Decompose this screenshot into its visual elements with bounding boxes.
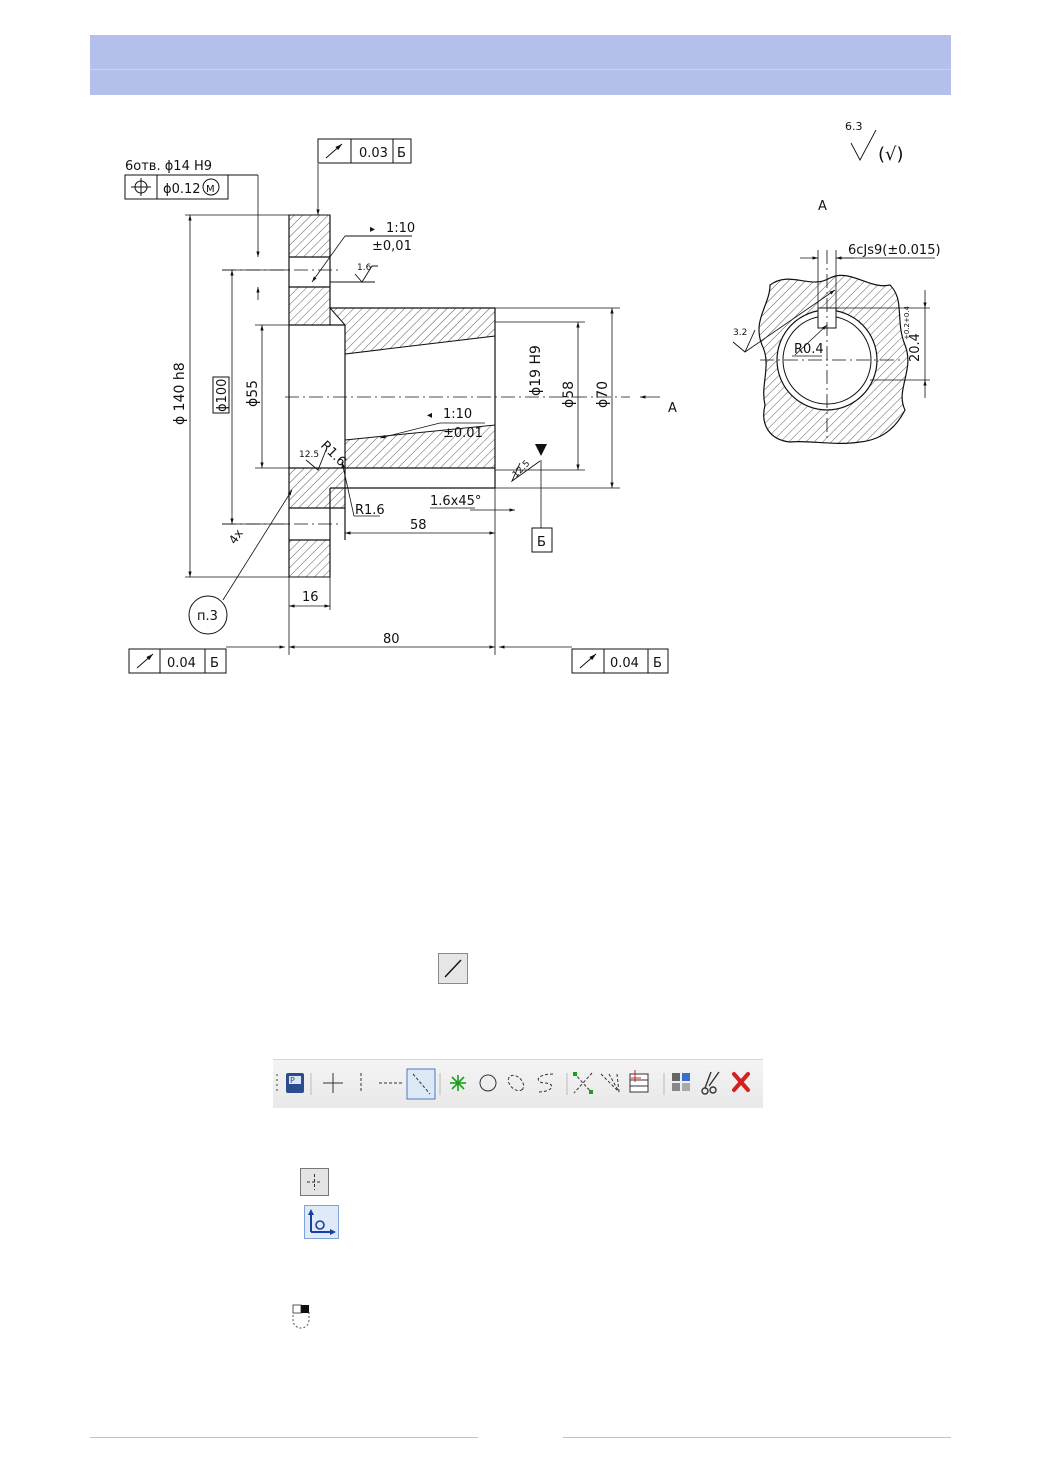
view-a-label: A bbox=[818, 199, 827, 214]
technical-drawing: 0.03 Б 6отв. ϕ14 H9 ϕ0.12 M 0.04 Б 0.04 … bbox=[124, 120, 941, 674]
ref-4x: 4x bbox=[226, 527, 246, 547]
ellipse-icon[interactable] bbox=[505, 1072, 526, 1093]
datum-b: Б bbox=[537, 535, 546, 550]
runout-top-value: 0.03 bbox=[359, 146, 388, 161]
view-a-section bbox=[744, 250, 935, 444]
dim-70: ϕ70 bbox=[595, 381, 611, 408]
dim-80: 80 bbox=[383, 632, 400, 647]
point-icon[interactable]: P bbox=[286, 1073, 304, 1093]
rough-main-bracket-icon: (√) bbox=[878, 144, 904, 165]
part-outline bbox=[288, 215, 496, 577]
holes-note: 6отв. ϕ14 H9 bbox=[125, 159, 212, 174]
dimension-lines bbox=[188, 164, 660, 649]
runout-left-value: 0.04 bbox=[167, 656, 196, 671]
dim-r16-a: R1.6 bbox=[317, 438, 349, 470]
diagonal-line-icon[interactable] bbox=[406, 1068, 436, 1100]
geometry-toolbar: P bbox=[273, 1059, 763, 1108]
taper1-ratio: 1:10 bbox=[386, 221, 415, 236]
page-header-band bbox=[90, 35, 951, 95]
footer-line-left bbox=[90, 1437, 478, 1438]
key-radius: R0.4 bbox=[794, 342, 824, 357]
dim-chamfer: 1.6x45° bbox=[430, 494, 481, 509]
dim-58-dia: ϕ58 bbox=[561, 381, 577, 408]
dim-58-len: 58 bbox=[410, 518, 427, 533]
taper-note-top: 1:10 ▸ ±0,01 bbox=[345, 221, 415, 254]
crosshair-icon[interactable] bbox=[323, 1073, 343, 1093]
runout-frame-left: 0.04 Б bbox=[128, 648, 227, 674]
datum-triangle bbox=[535, 444, 547, 456]
origin-tool-button[interactable] bbox=[304, 1205, 339, 1239]
delete-icon[interactable] bbox=[732, 1072, 750, 1092]
position-value: ϕ0.12 bbox=[163, 182, 201, 197]
section-hatching bbox=[288, 214, 496, 578]
rough-main: 6.3 bbox=[845, 120, 863, 133]
arrow-a-label: A bbox=[668, 401, 677, 416]
svg-text:◂: ◂ bbox=[427, 410, 432, 421]
dim-19: ϕ19 H9 bbox=[528, 345, 544, 396]
toolbar-grip bbox=[276, 1074, 278, 1091]
dim-55: ϕ55 bbox=[245, 380, 261, 407]
dim-100: ϕ100 bbox=[215, 379, 230, 412]
svg-text:▸: ▸ bbox=[370, 224, 375, 235]
star-point-icon[interactable] bbox=[450, 1075, 466, 1091]
taper2-tol: ±0.01 bbox=[443, 426, 483, 441]
block-icon[interactable] bbox=[672, 1073, 690, 1091]
spline-icon[interactable] bbox=[536, 1073, 554, 1093]
runout-right-value: 0.04 bbox=[610, 656, 639, 671]
key-depth: 20.4 bbox=[908, 333, 923, 362]
rough-32: 3.2 bbox=[733, 328, 747, 338]
dim-r16-b: R1.6 bbox=[355, 503, 385, 518]
rough-125a: 12.5 bbox=[299, 450, 319, 460]
coordinate-origin-icon bbox=[308, 1209, 336, 1235]
footer-line-right bbox=[563, 1437, 951, 1438]
point-tool-button[interactable] bbox=[300, 1168, 329, 1196]
runout-left-datum: Б bbox=[210, 656, 219, 671]
scissors-icon[interactable] bbox=[701, 1071, 720, 1095]
line-tool-button[interactable] bbox=[438, 953, 468, 984]
circle-icon[interactable] bbox=[479, 1074, 497, 1092]
runout-right-datum: Б bbox=[653, 656, 662, 671]
taper-note-bottom: ◂ 1:10 ±0.01 bbox=[427, 407, 483, 441]
runout-top-datum: Б bbox=[397, 146, 406, 161]
runout-frame-right: 0.04 Б bbox=[571, 648, 669, 674]
rough-125b: 12.5 bbox=[511, 459, 532, 480]
diagonal-line-icon bbox=[444, 959, 462, 978]
position-frame: 6отв. ϕ14 H9 ϕ0.12 M bbox=[124, 159, 258, 200]
taper2-ratio: 1:10 bbox=[443, 407, 472, 422]
position-modifier: M bbox=[206, 184, 215, 195]
intersect-icon[interactable] bbox=[573, 1072, 593, 1094]
svg-text:P: P bbox=[290, 1076, 295, 1085]
rough-16: 1.6 bbox=[357, 263, 372, 273]
mouse-icon bbox=[290, 1303, 312, 1329]
dim-16: 16 bbox=[302, 590, 319, 605]
taper1-tol: ±0,01 bbox=[372, 239, 412, 254]
table-icon[interactable] bbox=[629, 1070, 649, 1093]
datum-box bbox=[531, 527, 553, 553]
ref-circle bbox=[188, 595, 228, 635]
ref-n3: п.3 bbox=[197, 609, 218, 624]
crosshair-icon bbox=[307, 1174, 322, 1190]
trim-icon[interactable] bbox=[600, 1073, 620, 1093]
key-depth-tol: +0.2+0.4 bbox=[903, 305, 911, 340]
runout-frame-top: 0.03 Б bbox=[317, 138, 412, 164]
key-width: 6cJs9(±0.015) bbox=[848, 243, 941, 258]
dim-140: ϕ 140 h8 bbox=[172, 362, 188, 425]
roughness-marks bbox=[305, 129, 877, 483]
